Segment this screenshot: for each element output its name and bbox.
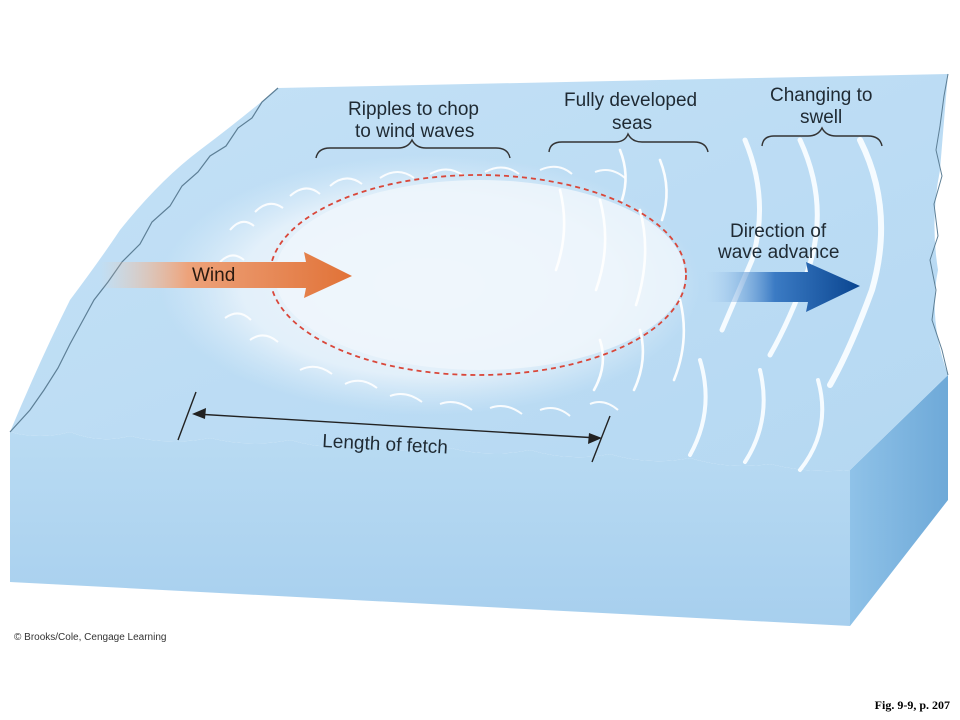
ripples-label-line1: Ripples to chop bbox=[348, 99, 479, 120]
fetch-arrowhead-right bbox=[588, 433, 602, 444]
fetch-tick-right bbox=[591, 415, 611, 463]
direction-label-line2: wave advance bbox=[717, 242, 839, 263]
water-side-face bbox=[850, 375, 948, 626]
water-right-edge bbox=[929, 73, 949, 376]
swell-brace bbox=[761, 126, 883, 147]
direction-label-line1: Direction of bbox=[730, 221, 827, 242]
swell-label-line2: swell bbox=[800, 107, 842, 128]
developed-brace bbox=[548, 132, 709, 153]
ripples-label-line2: to wind waves bbox=[355, 121, 474, 142]
direction-arrow bbox=[705, 262, 860, 312]
copyright-credit: © Brooks/Cole, Cengage Learning bbox=[14, 632, 167, 643]
fetch-tick-left bbox=[177, 391, 197, 441]
wind-label: Wind bbox=[192, 265, 235, 286]
developed-label-line2: seas bbox=[612, 113, 652, 134]
water-left-edge bbox=[9, 87, 279, 433]
swell-label-line1: Changing to bbox=[770, 85, 872, 106]
wind-arrow bbox=[100, 252, 352, 298]
developed-label-line1: Fully developed bbox=[564, 90, 697, 111]
fetch-measure-line bbox=[195, 413, 599, 439]
water-front-face bbox=[10, 432, 850, 626]
fetch-arrowhead-left bbox=[192, 408, 206, 419]
fetch-inner-foam bbox=[275, 180, 685, 370]
figure-reference: Fig. 9-9, p. 207 bbox=[874, 698, 950, 712]
developed-sea-crescents bbox=[554, 148, 686, 392]
ripples-brace bbox=[315, 138, 511, 159]
